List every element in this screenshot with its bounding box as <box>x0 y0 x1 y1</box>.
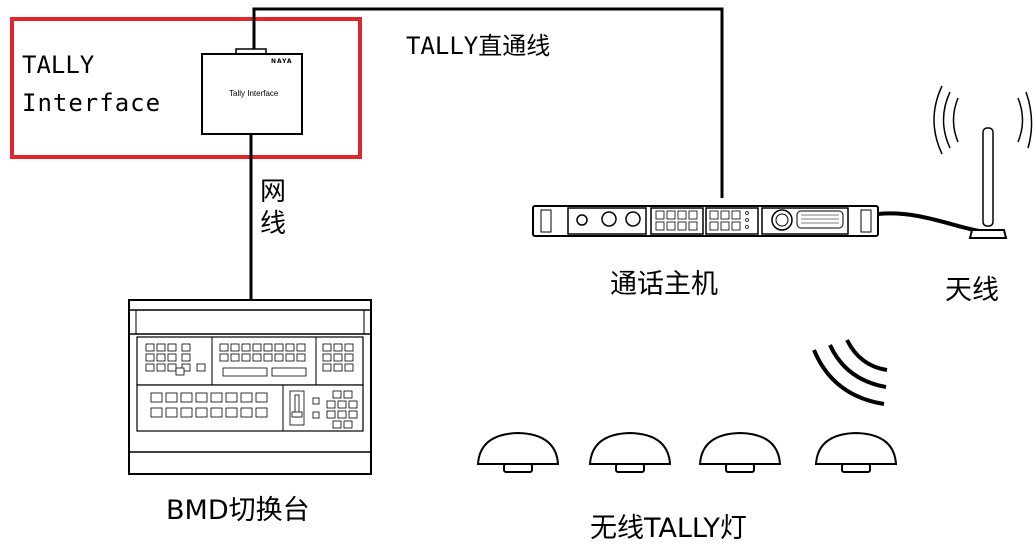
intercom-host-label: 通话主机 <box>610 269 718 300</box>
intercom-host-device <box>532 205 879 237</box>
wireless-tally-lamp-1 <box>476 431 560 473</box>
tally-interface-device <box>201 48 303 135</box>
wireless-tally-lamp-3 <box>698 431 782 473</box>
bmd-switcher-label: BMD切换台 <box>166 495 310 526</box>
tally-direct-cable <box>252 7 724 198</box>
wireless-tally-lamp-2 <box>588 431 672 473</box>
wireless-signal-icon <box>812 339 888 406</box>
antenna-label: 天线 <box>945 275 999 306</box>
device-brand-label: NAYA <box>271 58 293 65</box>
antenna-icon <box>933 85 1033 239</box>
tally-interface-highlight-box <box>10 17 362 159</box>
tally-interface-title: TALLY <box>22 51 95 79</box>
antenna-cable <box>877 211 986 234</box>
network-cable-label: 网线 <box>259 177 286 239</box>
wireless-tally-lamp-4 <box>814 431 898 473</box>
bmd-switcher-device <box>128 299 372 475</box>
tally-direct-cable-label: TALLY直通线 <box>406 32 551 60</box>
device-name-label: Tally Interface <box>229 89 279 98</box>
tally-interface-subtitle: Interface <box>22 89 162 117</box>
wireless-tally-label: 无线TALLY灯 <box>590 513 747 544</box>
